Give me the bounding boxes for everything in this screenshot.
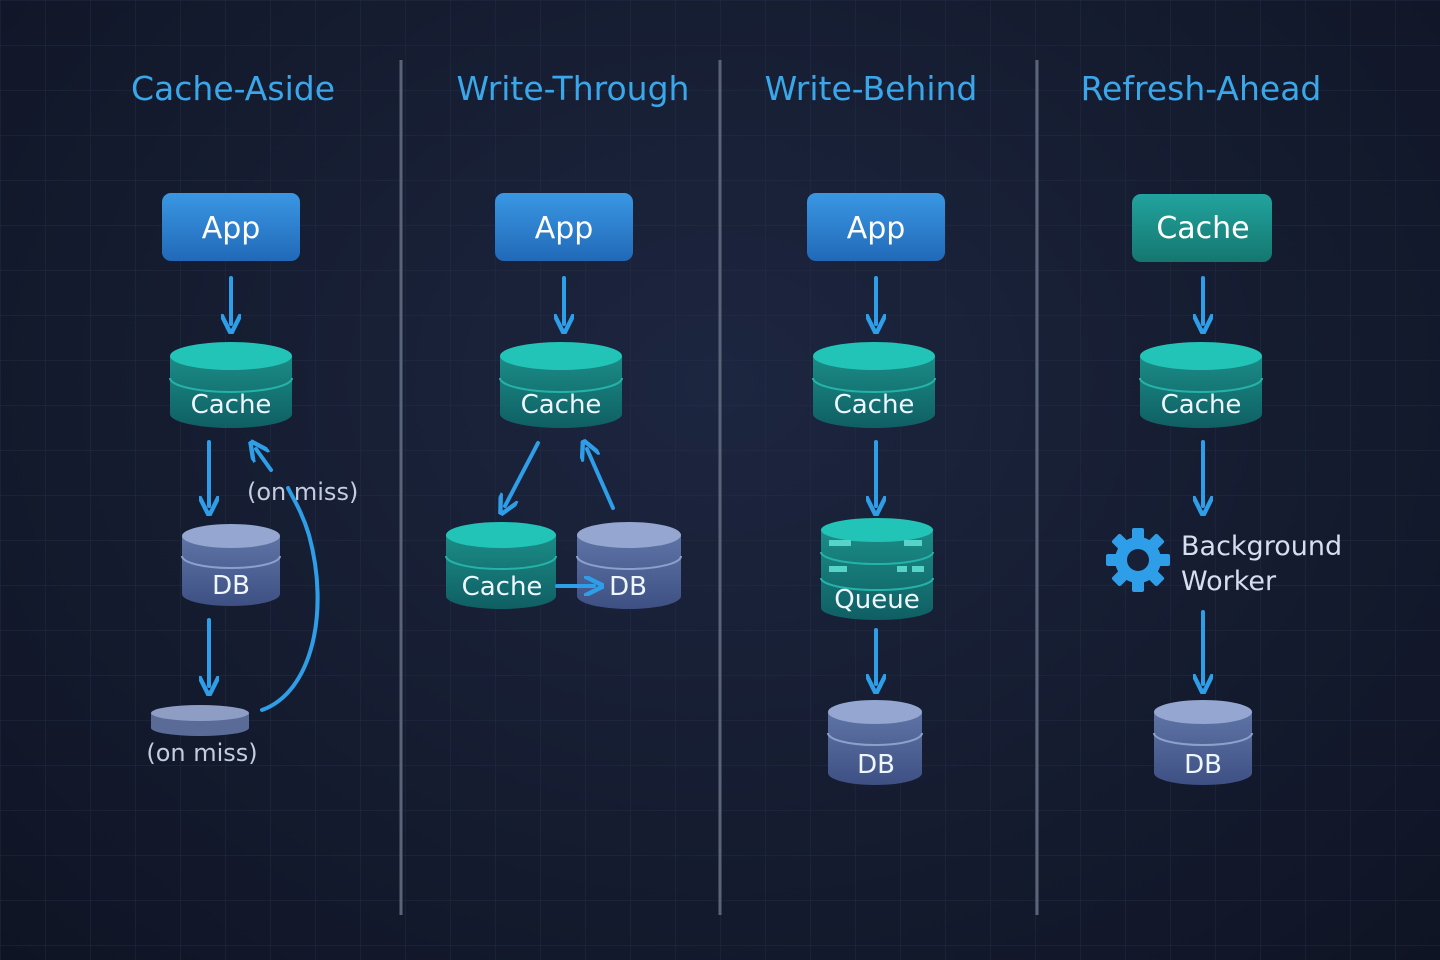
db-cylinder: DB	[827, 700, 923, 785]
column-write-through: Write-Through App Cache Cache DB	[445, 69, 690, 609]
column-title: Write-Behind	[765, 69, 978, 108]
app-box: App	[162, 193, 300, 261]
queue-label: Queue	[834, 585, 919, 615]
cache-box: Cache	[1132, 194, 1272, 262]
cache-cylinder: Cache	[1139, 342, 1263, 428]
cache-box-label: Cache	[1156, 211, 1249, 246]
on-miss-note: (on miss)	[247, 478, 358, 506]
cache-label: Cache	[1161, 390, 1242, 420]
gear-icon	[1106, 528, 1170, 592]
on-miss-note-bottom: (on miss)	[146, 739, 257, 767]
db-label: DB	[1184, 750, 1222, 780]
db-label: DB	[857, 750, 895, 780]
column-refresh-ahead: Refresh-Ahead Cache Cache	[1081, 69, 1342, 785]
app-box: App	[807, 193, 945, 261]
cache-label: Cache	[834, 390, 915, 420]
app-box-label: App	[535, 211, 594, 246]
data-source-disk	[151, 705, 249, 736]
cache-cylinder-secondary: Cache	[445, 522, 557, 609]
app-box-label: App	[847, 211, 906, 246]
db-label: DB	[212, 571, 250, 601]
arrow-db-to-cache	[256, 449, 273, 472]
column-title: Write-Through	[457, 69, 690, 108]
arrow-db-to-cache	[587, 449, 615, 510]
cache-cylinder: Cache	[169, 342, 293, 428]
column-title: Refresh-Ahead	[1081, 69, 1322, 108]
cache-cylinder: Cache	[499, 342, 623, 428]
worker-label-line1: Background	[1181, 531, 1342, 562]
column-cache-aside: Cache-Aside App Cache (on miss) DB (on	[131, 69, 358, 767]
cache-label: Cache	[521, 390, 602, 420]
worker-label-line2: Worker	[1181, 566, 1277, 597]
cache-label: Cache	[191, 390, 272, 420]
column-title: Cache-Aside	[131, 69, 335, 108]
queue-cylinder: Queue	[820, 518, 934, 620]
app-box-label: App	[202, 211, 261, 246]
db-cylinder: DB	[576, 522, 682, 609]
db-cylinder: DB	[181, 524, 281, 606]
arrow-source-to-cache	[260, 486, 320, 712]
db-cylinder: DB	[1153, 700, 1253, 785]
cache-secondary-label: Cache	[462, 572, 543, 602]
column-write-behind: Write-Behind App Cache Queue	[765, 69, 978, 785]
db-label: DB	[609, 572, 647, 602]
arrow-cache-to-left-cache	[505, 441, 540, 506]
cache-cylinder: Cache	[812, 342, 936, 428]
app-box: App	[495, 193, 633, 261]
